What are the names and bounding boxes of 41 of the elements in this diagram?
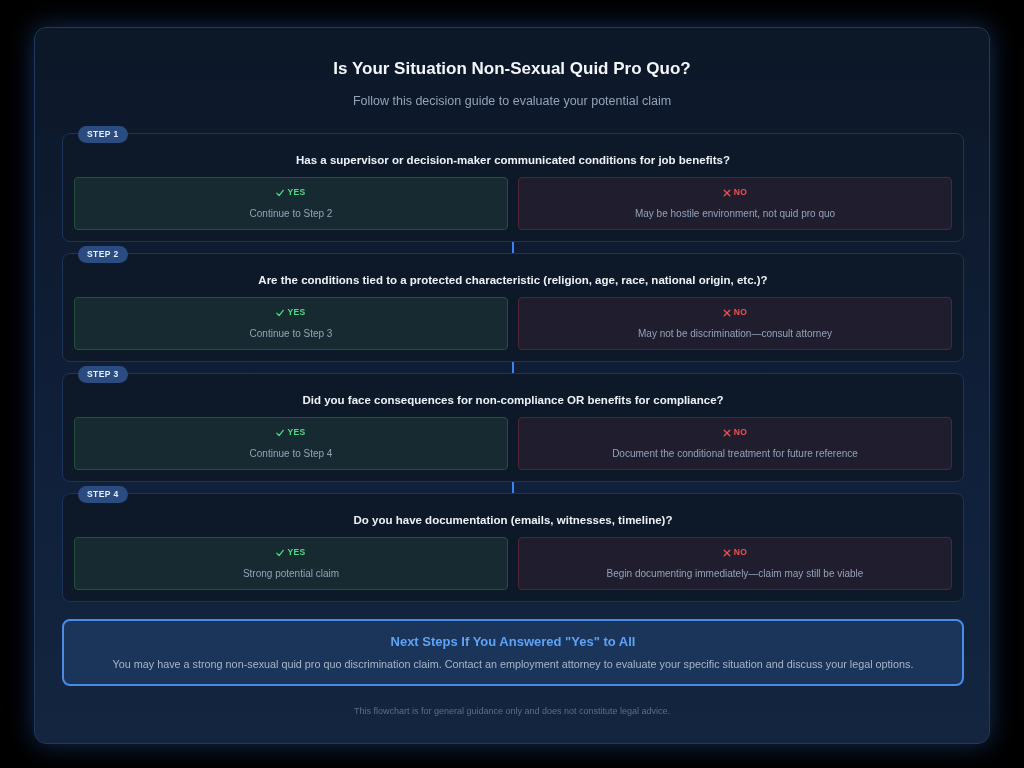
answer-label: NO (733, 547, 748, 558)
subtitle-text: Follow this decision guide to evaluate your potential claim (352, 93, 672, 109)
next-steps-heading: Next Steps If You Answered "Yes" to All (390, 634, 636, 650)
next-steps-text: You may have a strong non-sexual quid pro quo discrimination claim. Contact an employment attorney to evaluate your specific situation and discuss your legal options. (111, 657, 915, 671)
answer-label: YES (287, 307, 306, 318)
yes-outcome-box (74, 537, 508, 590)
answer-label: YES (287, 547, 306, 558)
step-badge: STEP 3 (78, 366, 128, 383)
outcome-text: May be hostile environment, not quid pro quo (633, 208, 837, 220)
diagram-title: Is Your Situation Non-Sexual Quid Pro Quo? (333, 58, 691, 80)
step-badge: STEP 4 (78, 486, 128, 503)
yes-outcome-box (74, 177, 508, 230)
answer-label: NO (733, 427, 748, 438)
outcome-text: Continue to Step 3 (248, 328, 334, 340)
no-outcome-box (518, 297, 952, 350)
answer-label: YES (287, 187, 306, 198)
answer-label: YES (287, 427, 306, 438)
next-steps-panel (62, 619, 964, 686)
answer-label: NO (733, 307, 748, 318)
outcome-text: Document the conditional treatment for future reference (611, 448, 859, 460)
yes-outcome-box (74, 417, 508, 470)
outcome-text: Begin documenting immediately—claim may still be viable (605, 568, 865, 580)
outcome-text: Continue to Step 4 (248, 448, 334, 460)
connector-line (512, 481, 514, 494)
question-text: Are the conditions tied to a protected characteristic (religion, age, race, national origin, etc.)? (258, 273, 768, 288)
outcome-text: May not be discrimination—consult attorney (637, 328, 833, 340)
outcome-text: Continue to Step 2 (248, 208, 334, 220)
outcome-text: Strong potential claim (241, 568, 341, 580)
question-text: Has a supervisor or decision-maker communicated conditions for job benefits? (296, 153, 730, 168)
question-text: Did you face consequences for non-compliance OR benefits for compliance? (302, 393, 724, 408)
answer-label: NO (733, 187, 748, 198)
no-outcome-box (518, 537, 952, 590)
connector-line (512, 241, 514, 254)
step-badge: STEP 2 (78, 246, 128, 263)
no-outcome-box (518, 417, 952, 470)
no-outcome-box (518, 177, 952, 230)
step-badge: STEP 1 (78, 126, 128, 143)
connector-line (512, 361, 514, 374)
disclaimer-text: This flowchart is for general guidance only and does not constitute legal advice. (353, 705, 671, 717)
question-text: Do you have documentation (emails, witnesses, timeline)? (353, 513, 673, 528)
yes-outcome-box (74, 297, 508, 350)
